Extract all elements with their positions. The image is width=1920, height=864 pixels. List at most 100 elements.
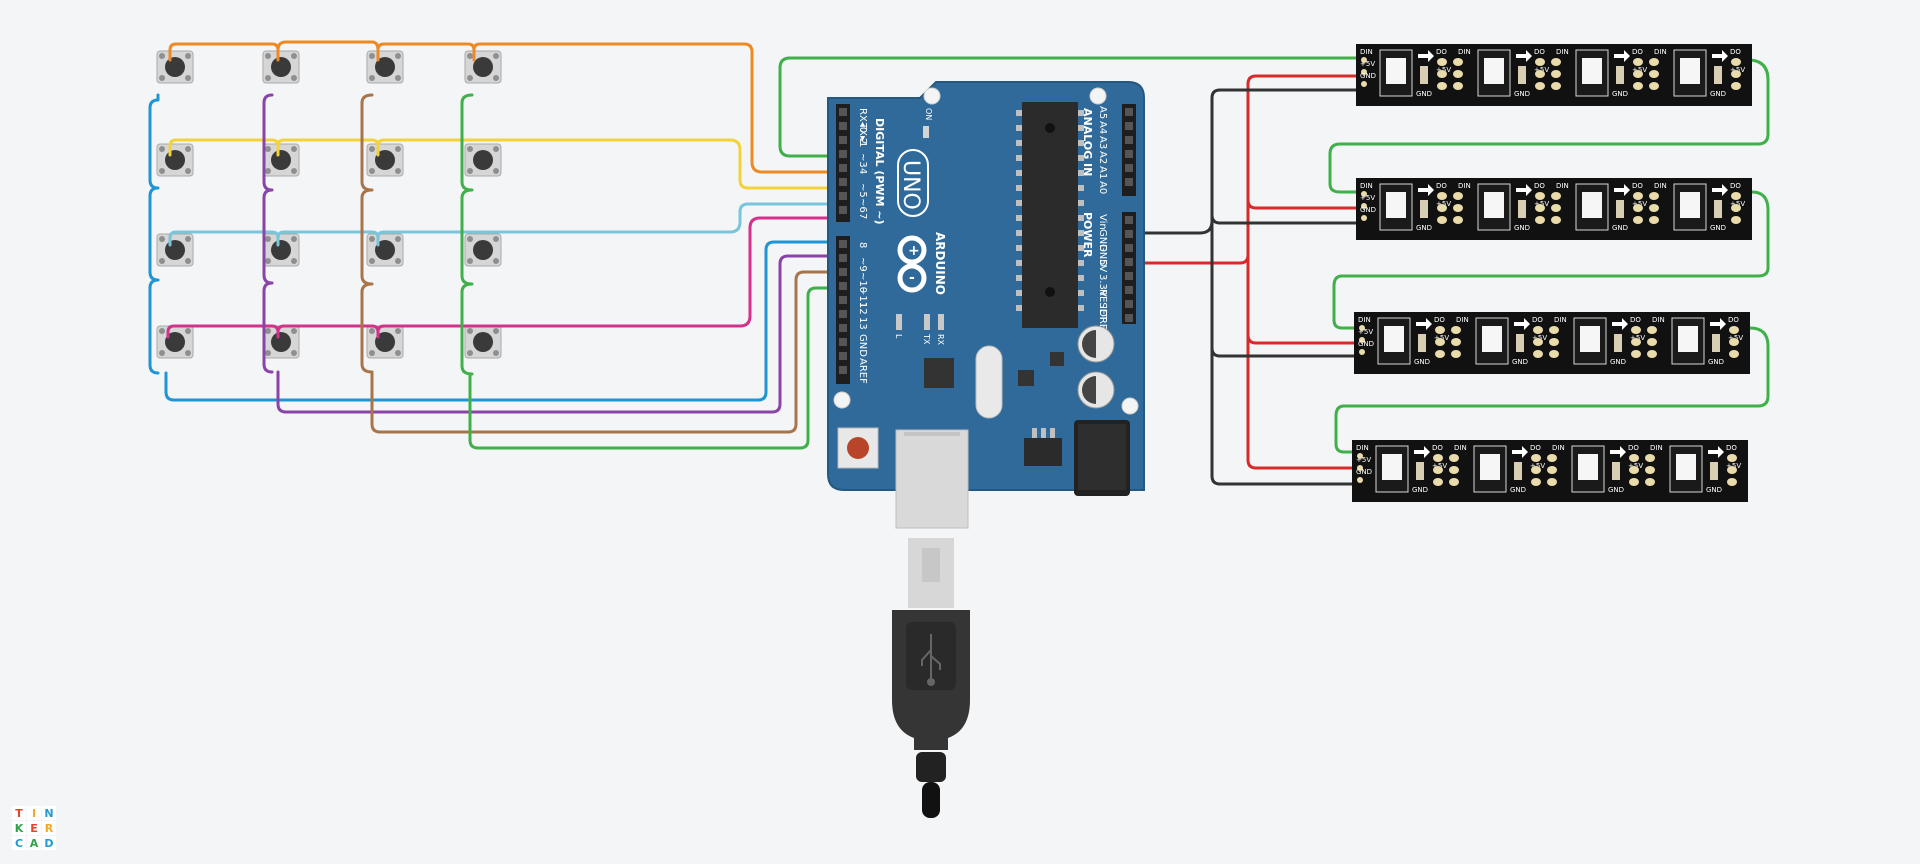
strip-pad[interactable] [1631,350,1641,358]
strip-pad[interactable] [1649,58,1659,66]
header-pin[interactable] [839,254,847,262]
push-button[interactable] [156,50,194,84]
strip-pad[interactable] [1359,325,1365,331]
strip-pad[interactable] [1727,466,1737,474]
strip-pad[interactable] [1633,82,1643,90]
header-pin[interactable] [839,108,847,116]
strip-pad[interactable] [1551,204,1561,212]
strip-pad[interactable] [1453,216,1463,224]
strip-pad[interactable] [1433,478,1443,486]
header-pin[interactable] [839,240,847,248]
strip-pad[interactable] [1729,326,1739,334]
strip-pad[interactable] [1631,338,1641,346]
strip-pad[interactable] [1535,204,1545,212]
push-button[interactable] [366,325,404,359]
wire-data-in[interactable] [778,56,1362,158]
wire-data-chain[interactable] [1328,58,1770,194]
strip-pad[interactable] [1533,338,1543,346]
header-pin[interactable] [839,296,847,304]
header-pin[interactable] [839,338,847,346]
strip-pad[interactable] [1729,338,1739,346]
header-pin[interactable] [839,178,847,186]
strip-pad[interactable] [1649,204,1659,212]
strip-pad[interactable] [1449,454,1459,462]
strip-pad[interactable] [1531,454,1541,462]
push-button[interactable] [464,325,502,359]
header-pin[interactable] [1125,300,1133,308]
strip-pad[interactable] [1437,58,1447,66]
wire-col2[interactable] [262,93,846,414]
wire-gnd[interactable] [1126,88,1362,486]
strip-pad[interactable] [1437,216,1447,224]
strip-pad[interactable] [1731,216,1741,224]
strip-pad[interactable] [1357,453,1363,459]
header-pin[interactable] [839,164,847,172]
strip-pad[interactable] [1453,70,1463,78]
strip-pad[interactable] [1453,192,1463,200]
push-button[interactable] [464,50,502,84]
strip-pad[interactable] [1649,70,1659,78]
strip-pad[interactable] [1449,466,1459,474]
strip-pad[interactable] [1361,203,1367,209]
push-button[interactable] [366,233,404,267]
strip-pad[interactable] [1547,466,1557,474]
strip-pad[interactable] [1359,337,1365,343]
push-button[interactable] [366,50,404,84]
header-pin[interactable] [1125,258,1133,266]
header-pin[interactable] [839,206,847,214]
push-button[interactable] [156,143,194,177]
wire-5v[interactable] [1126,74,1362,470]
strip-pad[interactable] [1449,478,1459,486]
wire-data-chain[interactable] [1332,190,1770,330]
strip-pad[interactable] [1647,338,1657,346]
header-pin[interactable] [839,136,847,144]
strip-pad[interactable] [1453,58,1463,66]
strip-pad[interactable] [1633,70,1643,78]
header-pin[interactable] [1125,150,1133,158]
strip-pad[interactable] [1547,478,1557,486]
strip-pad[interactable] [1547,454,1557,462]
strip-pad[interactable] [1629,478,1639,486]
strip-pad[interactable] [1361,215,1367,221]
strip-pad[interactable] [1645,466,1655,474]
wire-row2[interactable] [168,138,846,190]
wire-row4[interactable] [166,216,846,339]
strip-pad[interactable] [1549,338,1559,346]
strip-pad[interactable] [1435,350,1445,358]
strip-pad[interactable] [1433,466,1443,474]
strip-pad[interactable] [1437,70,1447,78]
strip-pad[interactable] [1645,454,1655,462]
usb-cable[interactable] [892,538,970,818]
strip-pad[interactable] [1451,326,1461,334]
strip-pad[interactable] [1437,204,1447,212]
push-button[interactable] [464,143,502,177]
strip-pad[interactable] [1633,192,1643,200]
strip-pad[interactable] [1649,216,1659,224]
wire-row1[interactable] [168,40,846,174]
header-pin[interactable] [1125,286,1133,294]
strip-pad[interactable] [1647,350,1657,358]
push-button[interactable] [262,143,300,177]
push-button[interactable] [262,50,300,84]
strip-pad[interactable] [1451,338,1461,346]
wire-col4[interactable] [460,93,846,450]
strip-pad[interactable] [1631,326,1641,334]
strip-pad[interactable] [1727,478,1737,486]
wire-col1[interactable] [148,93,846,402]
push-button[interactable] [366,143,404,177]
header-pin[interactable] [1125,136,1133,144]
strip-pad[interactable] [1731,58,1741,66]
header-pin[interactable] [1125,122,1133,130]
push-button[interactable] [262,325,300,359]
strip-pad[interactable] [1647,326,1657,334]
header-pin[interactable] [839,150,847,158]
strip-pad[interactable] [1435,338,1445,346]
strip-pad[interactable] [1629,466,1639,474]
strip-pad[interactable] [1361,57,1367,63]
push-button[interactable] [464,233,502,267]
strip-pad[interactable] [1551,58,1561,66]
strip-pad[interactable] [1535,192,1545,200]
header-pin[interactable] [1125,178,1133,186]
header-pin[interactable] [839,324,847,332]
strip-pad[interactable] [1357,465,1363,471]
